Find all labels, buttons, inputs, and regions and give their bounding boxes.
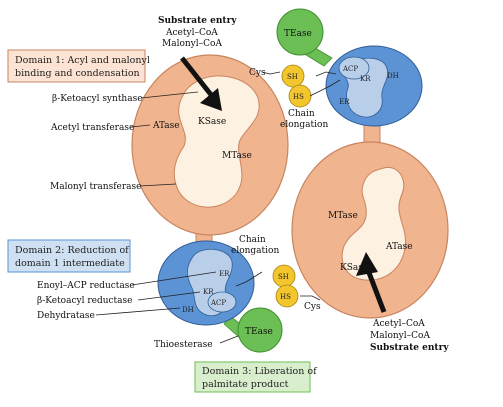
tEase-bottom <box>237 307 283 353</box>
chain-elongation-mid-1: Chain <box>239 235 266 245</box>
domain3-line2: palmitate product <box>202 379 289 390</box>
domain1-line1: Domain 1: Acyl and malonyl <box>15 55 150 66</box>
domain2-box: Domain 2: Reduction of domain 1 intermed… <box>7 239 131 273</box>
bottom-right-pocket <box>341 166 406 281</box>
top-left-subunit: KSase ATase MTase <box>131 54 289 249</box>
hs-label-bottom: HS <box>280 293 291 301</box>
kSase-label-top: KSase <box>198 117 226 127</box>
acp-label-top: ACP <box>342 65 358 73</box>
substrate-entry-top-malonyl: Malonyl–CoA <box>162 39 222 49</box>
aTase-label-bottom: ATase <box>385 242 413 252</box>
domain1-line2: binding and condensation <box>15 68 140 79</box>
er-label-bottom: ER <box>219 270 230 278</box>
chain-elongation-mid-2: elongation <box>231 246 279 256</box>
beta-ketoacyl-synthase-label: β-Ketoacyl synthase <box>52 94 143 104</box>
substrate-entry-bottom-title: Substrate entry <box>370 343 449 353</box>
hs-label-top: HS <box>293 93 304 101</box>
bottom-left-reductase-domain: TEase ER KR ACP DH <box>157 240 283 353</box>
domain1-box: Domain 1: Acyl and malonyl binding and c… <box>7 49 150 83</box>
substrate-entry-top-acetyl: Acetyl–CoA <box>165 28 218 38</box>
malonyl-transferase-label: Malonyl transferase <box>50 182 141 192</box>
chain-elongation-top-1: Chain <box>288 109 315 119</box>
chain-elongation-top-2: elongation <box>280 120 328 130</box>
top-left-pocket <box>173 75 260 208</box>
acp-label-bottom: ACP <box>210 299 226 307</box>
beta-ketoacyl-reductase-label: β-Ketoacyl reductase <box>37 296 132 306</box>
kr-label-bottom: KR <box>203 288 214 296</box>
sh-label-top: SH <box>287 73 298 81</box>
substrate-entry-top-title: Substrate entry <box>158 16 237 26</box>
substrate-entry-bottom-malonyl: Malonyl–CoA <box>370 331 430 341</box>
sh-hs-bottom: SH HS Cys <box>235 264 321 312</box>
domain3-line1: Domain 3: Liberation of <box>202 366 318 377</box>
domain2-line2: domain 1 intermediate <box>15 258 125 269</box>
tEase-top-label: TEase <box>284 29 312 39</box>
substrate-entry-arrow-bottom <box>356 252 387 313</box>
dh-label-top: DH <box>387 72 399 80</box>
sh-hs-top: SH HS Cys <box>249 64 341 108</box>
dh-label-bottom: DH <box>182 306 194 314</box>
bottom-right-subunit: MTase ATase KSase <box>291 141 449 319</box>
substrate-entry-bottom-acetyl: Acetyl–CoA <box>372 319 425 329</box>
er-label-top: ER <box>339 98 350 106</box>
dehydratase-label: Dehydratase <box>37 311 95 321</box>
tEase-top <box>276 8 324 56</box>
cys-label-bottom: Cys <box>304 302 321 312</box>
substrate-entry-arrow-top <box>180 56 222 111</box>
mTase-label-bottom: MTase <box>328 211 358 221</box>
thioesterase-label: Thioesterase <box>154 340 213 350</box>
top-right-reductase-domain: TEase ACP KR ER DH <box>276 8 423 151</box>
mTase-label-top: MTase <box>222 151 252 161</box>
enoyl-acp-reductase-label: Enoyl–ACP reductase <box>37 281 135 291</box>
sh-label-bottom: SH <box>278 273 289 281</box>
kr-label-top: KR <box>360 75 371 83</box>
cys-label-top: Cys <box>249 68 266 78</box>
domain3-box: Domain 3: Liberation of palmitate produc… <box>194 361 318 393</box>
tEase-bottom-label: TEase <box>245 327 273 337</box>
domain2-line1: Domain 2: Reduction of <box>15 245 130 256</box>
acetyl-transferase-label: Acetyl transferase <box>50 123 134 133</box>
kSase-label-bottom: KSase <box>340 263 368 273</box>
aTase-label-top: ATase <box>152 121 180 131</box>
